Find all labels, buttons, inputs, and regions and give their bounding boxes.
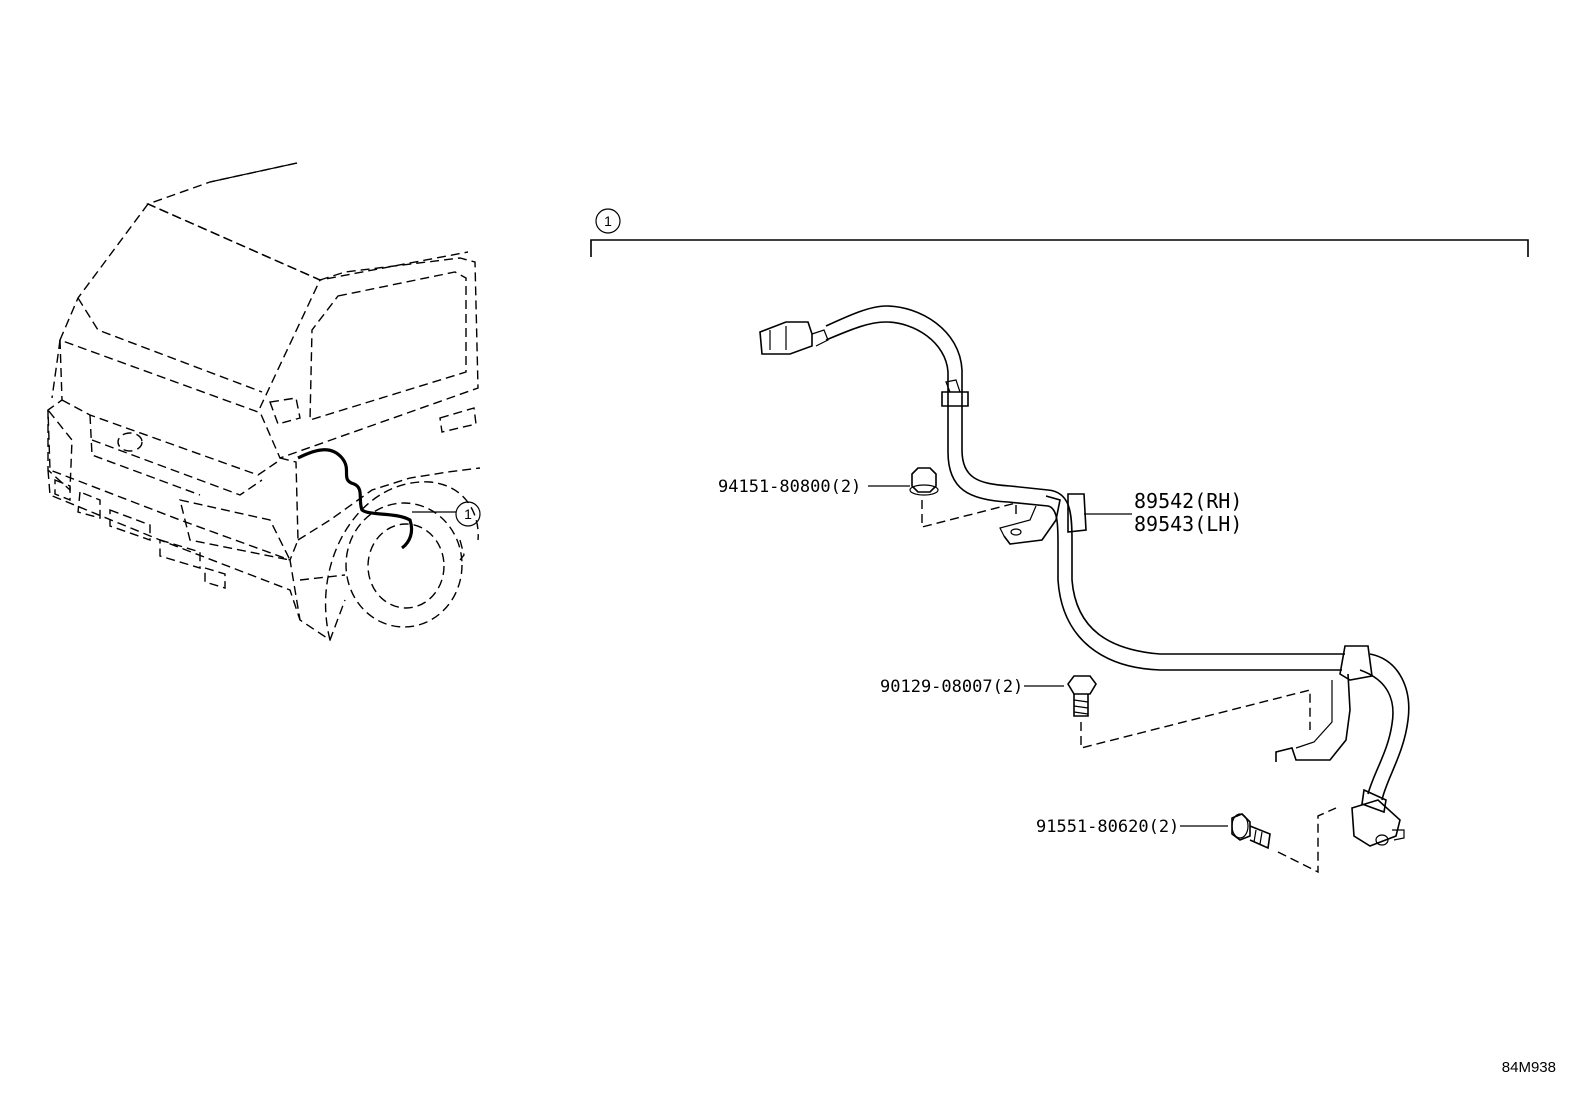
- vehicle-callout: 1: [455, 501, 481, 527]
- group-callout-number: 1: [604, 213, 612, 229]
- sensor-bolt-fastener: [1231, 807, 1337, 874]
- illustration-code: 84M938: [1502, 1059, 1556, 1076]
- part-label-clip-bolt: 90129-08007(2): [880, 677, 1023, 697]
- vehicle-callout-number: 1: [464, 506, 472, 522]
- truck-cab-illustration: [47, 162, 481, 642]
- part-label-sensor-rh: 89542(RH): [1134, 489, 1242, 513]
- speed-sensor-harness: [759, 305, 1410, 847]
- part-label-sensor-bolt: 91551-80620(2): [1036, 817, 1179, 837]
- clip-bolt-fastener: [1067, 675, 1311, 749]
- nut-fastener: [909, 467, 1017, 528]
- vehicle-harness-location: [297, 448, 414, 550]
- part-label-sensor-lh: 89543(LH): [1134, 512, 1242, 536]
- part-label-nut: 94151-80800(2): [718, 477, 861, 497]
- assembly-group-bracket: 1: [590, 208, 1529, 257]
